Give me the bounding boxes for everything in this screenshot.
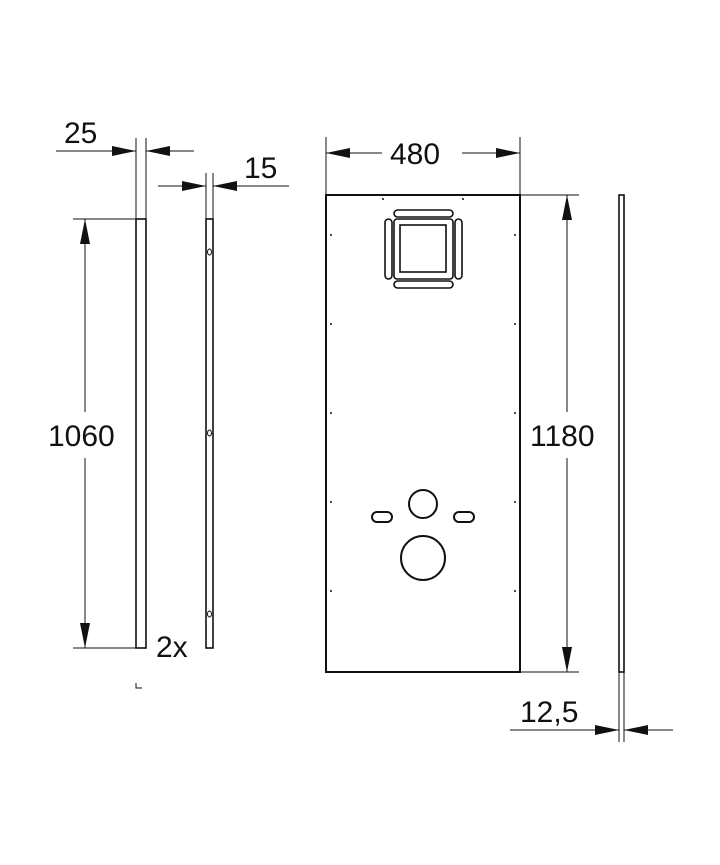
dim-label-12-5: 12,5: [520, 696, 578, 729]
dim-main-panel-height: 1180: [520, 194, 595, 673]
fixing-points: [330, 198, 516, 592]
flush-plate-opening: [384, 209, 463, 289]
dim-label-15: 15: [244, 152, 277, 185]
dim-side-panel-thickness: 25: [56, 117, 194, 219]
corner-mark: [135, 683, 142, 689]
dim-strip-thickness: 15: [158, 152, 289, 219]
quantity-label-2x: 2x: [156, 631, 188, 664]
main-panel: [325, 194, 521, 673]
dim-side-panel-height: 1060: [48, 218, 136, 649]
dim-label-1060: 1060: [48, 420, 115, 453]
wc-connection-cutouts: [371, 489, 475, 581]
dim-label-480: 480: [390, 138, 440, 171]
side-panel: [135, 218, 147, 649]
front-plate-edge: [618, 194, 625, 673]
dim-label-25: 25: [64, 117, 97, 150]
dim-plate-thickness: 12,5: [510, 672, 673, 742]
dim-main-panel-width: 480: [325, 137, 521, 195]
dim-label-1180: 1180: [530, 420, 595, 453]
mounting-strip: [205, 218, 214, 649]
